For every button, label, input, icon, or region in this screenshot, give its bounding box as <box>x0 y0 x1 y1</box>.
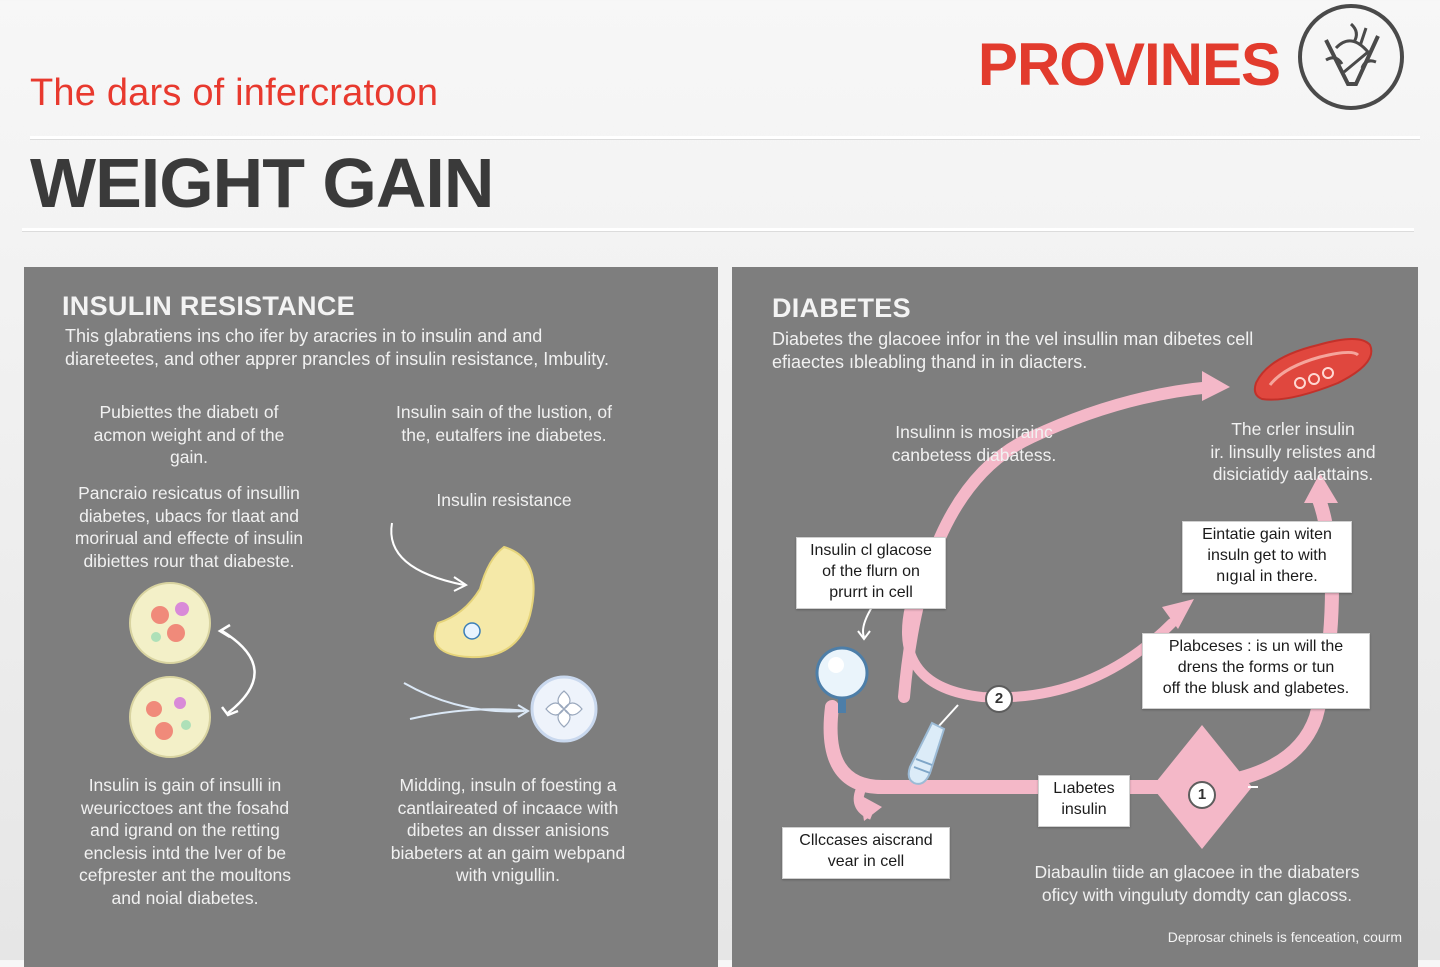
col1-top-text: Pubiettes the diabetı of acmon weight an… <box>93 402 285 467</box>
intro-line: Diabetes the glacoee infor in the vel in… <box>772 329 1254 349</box>
cell-pair-icon <box>129 582 256 758</box>
insulin-resistance-heading: INSULIN RESISTANCE <box>62 291 355 321</box>
step-badge-2: 2 <box>985 685 1013 713</box>
box-diabetes-insulin: Lıabetes insulin <box>1038 775 1130 827</box>
intro-line: This glabratiens ins cho ifer by aracrie… <box>65 326 543 346</box>
col1-bottom-text: Insulin is gain of insulli in weuricctoe… <box>78 775 292 908</box>
page-subtitle: The dars of infercratoon <box>30 72 439 114</box>
intro-line: efiaectes ıbleabling thand in in diacter… <box>772 352 1088 372</box>
diabetes-intro: Diabetes the glacoee infor in the vel in… <box>772 328 1372 374</box>
col1-mid-text: Pancraio resicatus of insullin diabetes,… <box>74 483 304 571</box>
label-cell: The crler insulin ir. linsully relistes … <box>1210 419 1376 484</box>
insulin-resistance-panel: INSULIN RESISTANCE This glabratiens ins … <box>24 267 718 967</box>
insulin-resistance-intro: This glabratiens ins cho ifer by aracrie… <box>65 325 705 371</box>
header-rule-top <box>30 136 1420 139</box>
col2-bottom-text: Midding, insuln of foesting a cantlairea… <box>390 775 626 885</box>
box-plabceses: Plabceses : is un will the drens the for… <box>1142 633 1370 709</box>
col2-top-text: Insulin sain of the lustion, of the, eut… <box>396 402 612 445</box>
diabetes-heading: DIABETES <box>772 293 911 323</box>
page-title: WEIGHT GAIN <box>30 144 494 222</box>
box-gain: Eintatie gain witen insuln get to with n… <box>1182 521 1352 593</box>
step-badge-1: 1 <box>1188 781 1216 809</box>
col2-mid-text: Insulin resistance <box>436 490 572 510</box>
brand-name: PROVINES <box>977 31 1281 98</box>
footnote: Deprosar chinels is fenceation, courm <box>1167 929 1402 945</box>
box-cell: Cllccases aiscrand vear in cell <box>782 827 950 879</box>
diabetes-bottom-text: Diabaulin tiide an glacoee in the diabat… <box>1034 862 1360 905</box>
red-blood-cell-icon <box>1253 338 1373 401</box>
brand-emblem-icon <box>1298 4 1404 110</box>
intro-line: diareteetes, and other apprer prancles o… <box>65 349 609 369</box>
flower-cell-icon <box>403 675 598 743</box>
vial-icon <box>907 721 946 785</box>
magnifier-icon <box>815 646 869 713</box>
label-insulin-resistance: Insulinn is mosirainc canbetess diabates… <box>891 422 1057 465</box>
header-rule-bottom <box>22 228 1414 231</box>
diabetes-panel: DIABETES Diabetes the glacoee infor in t… <box>732 267 1418 967</box>
yellow-cell-icon <box>390 522 535 659</box>
box-insulin-glucose: Insulin cl glacose of the flurn on prurr… <box>796 537 946 609</box>
